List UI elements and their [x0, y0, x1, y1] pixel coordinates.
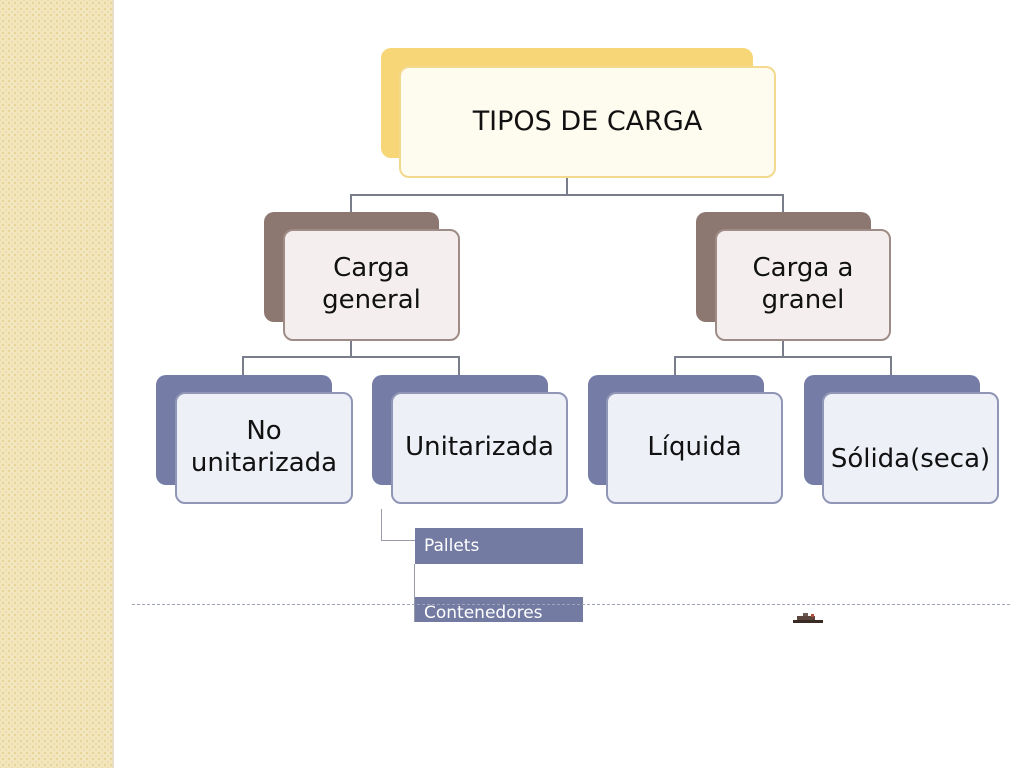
connector-line [350, 194, 784, 196]
ship-icon [793, 613, 823, 623]
dashed-divider [132, 604, 1010, 605]
node-label: Sólida(seca) [830, 444, 991, 475]
connector-line [458, 356, 460, 376]
node-front: Líquida [606, 392, 783, 504]
connector-line [782, 341, 784, 357]
subitem-pallets[interactable]: Pallets [415, 528, 583, 564]
connector-line [566, 177, 568, 195]
root-node-front: TIPOS DE CARGA [399, 66, 776, 178]
subitem-connector [414, 564, 415, 622]
node-label: No unitarizada [190, 416, 338, 478]
node-label: Carga a granel [752, 253, 854, 315]
node-front: Unitarizada [391, 392, 568, 504]
node-front: Carga general [283, 229, 460, 341]
node-label: Unitarizada [405, 432, 554, 463]
connector-line [674, 356, 892, 358]
connector-line [782, 194, 784, 214]
connector-line [890, 356, 892, 376]
node-label: Carga general [322, 253, 421, 315]
subitem-contenedores[interactable]: Contenedores [415, 597, 583, 623]
subitem-connector [381, 509, 382, 541]
connector-line [350, 341, 352, 357]
node-front: Carga a granel [715, 229, 891, 341]
node-front: Sólida(seca) [822, 392, 999, 504]
decorative-side-strip [0, 0, 114, 768]
connector-line [242, 356, 460, 358]
node-front: No unitarizada [175, 392, 353, 504]
subitem-label: Contenedores [424, 603, 543, 623]
subitem-label: Pallets [424, 536, 480, 556]
connector-line [242, 356, 244, 376]
connector-line [674, 356, 676, 376]
root-node-label: TIPOS DE CARGA [472, 105, 703, 137]
node-label: Líquida [647, 432, 742, 463]
connector-line [350, 194, 352, 214]
subitem-connector [381, 540, 415, 541]
